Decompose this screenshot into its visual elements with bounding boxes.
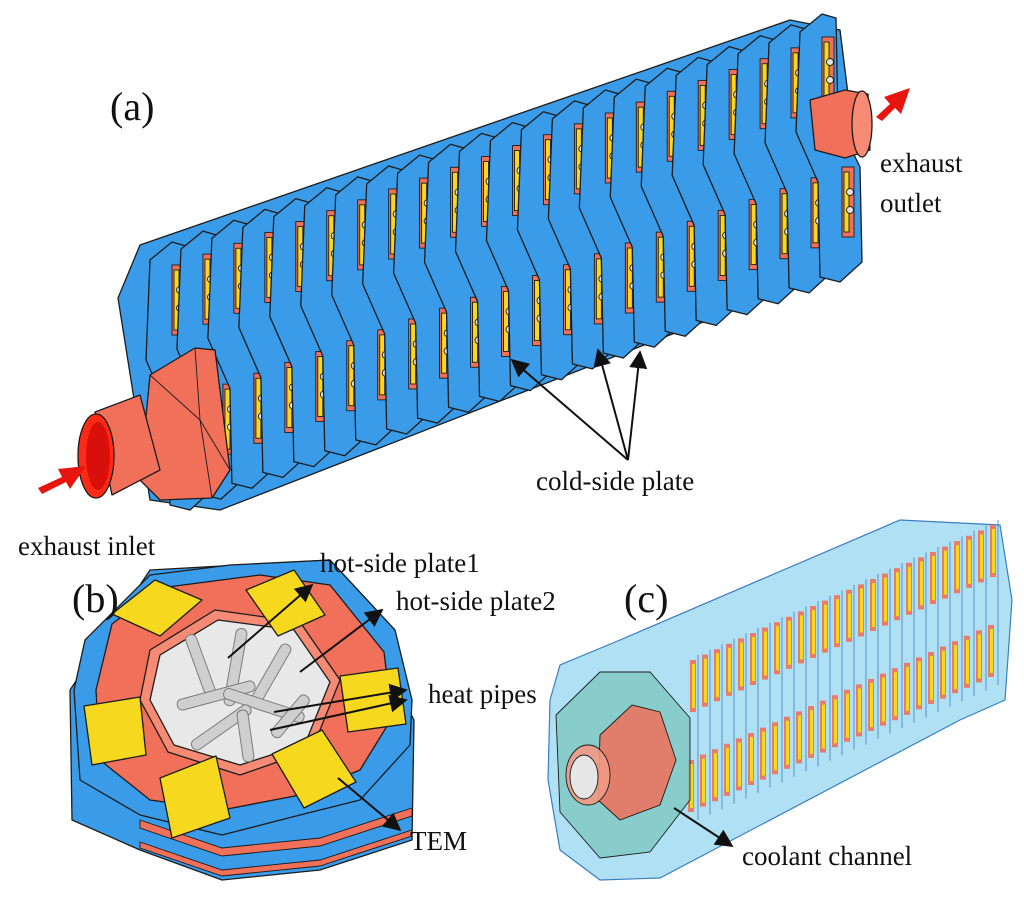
exhaust-outlet-label-line1: exhaust [880, 148, 963, 178]
exhaust-outlet-pipe [809, 89, 873, 159]
coolant-channel-fin [796, 606, 807, 772]
panel-c-translucent-generator [547, 519, 1013, 881]
tem-label: TEM [410, 826, 467, 856]
coolant-channel-fin [700, 649, 711, 815]
coolant-channel-fin [760, 622, 771, 788]
coolant-channel-fin [964, 530, 975, 696]
coolant-channel-fin [820, 595, 831, 761]
exhaust-inlet-arrow [38, 466, 86, 494]
coolant-channel-fin [832, 590, 843, 756]
panel-b-module-section [69, 559, 415, 881]
cold-side-plate-label: cold-side plate [536, 466, 694, 496]
heat-pipes-label: heat pipes [428, 679, 537, 709]
coolant-channel-fin [916, 552, 927, 718]
panel-a-label: (a) [110, 84, 154, 129]
hot-side-plate2-label: hot-side plate2 [396, 586, 556, 616]
cold-side-plate-fin [238, 208, 306, 479]
coolant-channel-fin [724, 638, 735, 804]
coolant-channel-fins [688, 520, 999, 820]
coolant-channel-fin [712, 644, 723, 810]
coolant-channel-fin [748, 628, 759, 793]
coolant-channel-fin [772, 617, 783, 783]
coolant-channel-fin [892, 563, 903, 729]
translucent-inlet-cone [597, 704, 677, 821]
exhaust-outlet-label-line2: outlet [880, 188, 942, 218]
coolant-channel-fin [904, 557, 915, 723]
cold-side-plate-stack [145, 13, 863, 511]
coolant-channel-fin [940, 541, 951, 707]
exhaust-inlet-cone [77, 347, 231, 501]
exhaust-outlet-arrow [876, 88, 910, 121]
exhaust-inlet-label: exhaust inlet [18, 531, 156, 561]
coolant-channel-fin [856, 579, 867, 745]
coolant-channel-fin [880, 568, 891, 734]
coolant-channel-fin [844, 584, 855, 750]
coolant-channel-fin [736, 633, 747, 799]
hot-side-plate1-label: hot-side plate1 [320, 548, 480, 578]
coolant-channel-fin [688, 655, 699, 820]
panel-b-label: (b) [72, 576, 119, 621]
cold-side-plate-leaders [510, 348, 648, 461]
panel-c-label: (c) [624, 576, 668, 621]
coolant-channel-fin [928, 547, 939, 712]
coolant-channel-fin [952, 536, 963, 702]
coolant-channel-label: coolant channel [742, 841, 912, 871]
coolant-channel-fin [808, 601, 819, 766]
coolant-channel-fin [976, 525, 987, 691]
coolant-channel-fin [988, 520, 999, 685]
coolant-channel-fin [784, 611, 795, 777]
coolant-channel-fin [868, 574, 879, 739]
panel-a-generator [38, 13, 910, 511]
